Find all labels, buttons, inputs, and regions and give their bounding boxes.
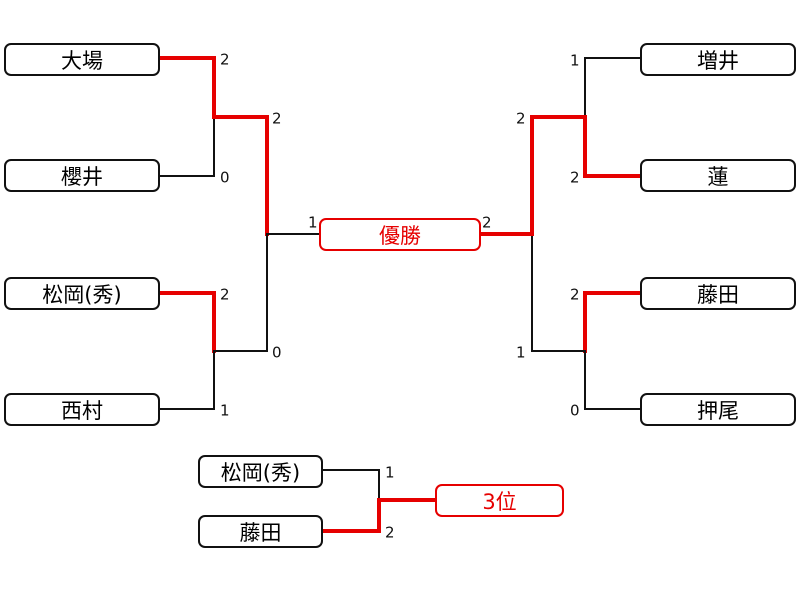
bracket-line-left-r1-loser-top — [159, 116, 215, 177]
score-right-final: 2 — [482, 213, 492, 232]
score-right-r2-1: 2 — [516, 109, 526, 128]
score-right-r1-3: 2 — [570, 285, 580, 304]
player-box-right-1: 増井 — [640, 43, 796, 76]
score-third-2: 2 — [385, 523, 395, 542]
player-box-left-3: 松岡(秀) — [4, 277, 160, 310]
bracket-line-right-r1-winner-bottom — [583, 291, 642, 353]
score-left-r1-1: 2 — [220, 50, 230, 69]
bracket-line-left-r1-winner-top — [158, 56, 216, 119]
player-box-left-4: 西村 — [4, 393, 160, 426]
third-place-label: 3位 — [482, 489, 517, 514]
score-left-r1-4: 1 — [220, 401, 230, 420]
bracket-line-right-r2-loser-bottom — [531, 233, 586, 352]
bracket-line-left-r2-loser-bottom — [213, 233, 268, 352]
player-box-left-1: 大場 — [4, 43, 160, 76]
bracket-line-right-r1-winner-top — [583, 115, 642, 178]
player-name: 藤田 — [239, 520, 282, 545]
score-left-r1-2: 0 — [220, 168, 230, 187]
player-box-right-3: 藤田 — [640, 277, 796, 310]
score-right-r2-2: 1 — [516, 343, 526, 362]
bracket-line-third-winner-line — [321, 498, 381, 533]
bracket-line-left-r1-loser-bottom — [159, 350, 215, 410]
player-box-right-2: 蓮 — [640, 159, 796, 192]
bracket-line-right-r1-loser-bottom — [584, 350, 641, 410]
score-left-r2-2: 0 — [272, 343, 282, 362]
third-place-player-box-1: 松岡(秀) — [198, 455, 323, 488]
third-place-player-box-2: 藤田 — [198, 515, 323, 548]
player-name: 藤田 — [697, 282, 739, 307]
player-name: 蓮 — [707, 164, 729, 189]
score-left-r1-3: 2 — [220, 285, 230, 304]
champion-box: 優勝 — [319, 218, 481, 251]
player-name: 大場 — [61, 48, 103, 73]
bracket-line-left-r1-winner-bottom — [158, 291, 216, 353]
player-name: 押尾 — [697, 398, 739, 423]
player-name: 増井 — [697, 48, 739, 73]
player-name: 櫻井 — [61, 164, 103, 189]
player-box-left-2: 櫻井 — [4, 159, 160, 192]
player-box-right-4: 押尾 — [640, 393, 796, 426]
score-third-1: 1 — [385, 463, 395, 482]
player-name: 松岡(秀) — [220, 460, 301, 485]
score-left-r2-1: 2 — [272, 109, 282, 128]
player-name: 松岡(秀) — [42, 282, 122, 307]
bracket-line-left-r2-winner-top — [212, 115, 269, 236]
score-right-r1-1: 1 — [570, 51, 580, 70]
champion-label: 優勝 — [379, 223, 421, 248]
bracket-line-third-loser-line — [322, 469, 380, 501]
player-name: 西村 — [61, 398, 103, 423]
score-right-r1-4: 0 — [570, 401, 580, 420]
bracket-line-right-r1-loser-top — [584, 57, 641, 118]
score-right-r1-2: 2 — [570, 168, 580, 187]
third-place-box: 3位 — [435, 484, 564, 517]
bracket-line-right-r2-winner-top — [530, 115, 587, 236]
score-left-final: 1 — [308, 213, 318, 232]
